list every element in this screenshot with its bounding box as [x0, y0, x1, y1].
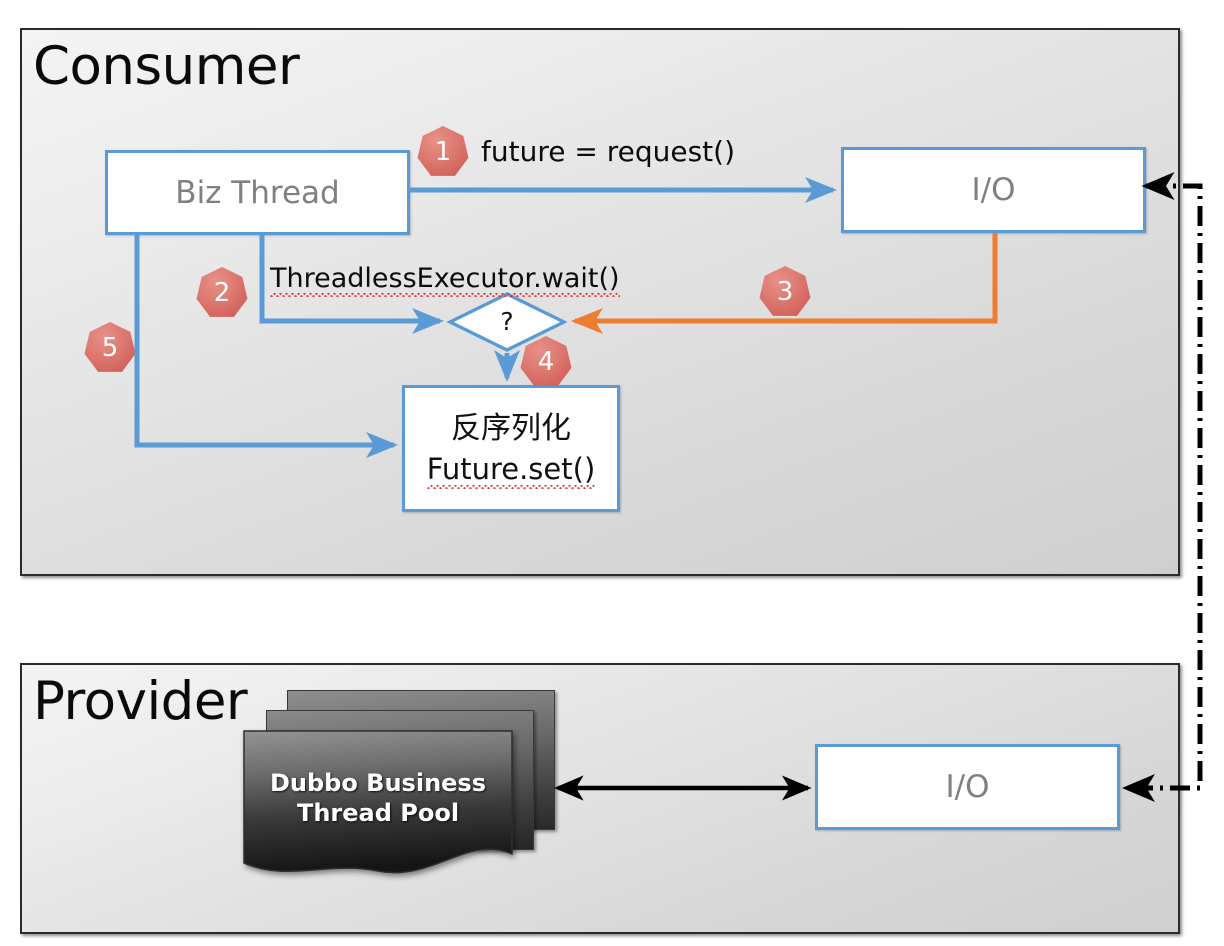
deserialize-box[interactable]: 反序列化 Future.set() — [402, 385, 620, 512]
step-badge-5: 5 — [84, 322, 136, 372]
consumer-panel-title: Consumer — [33, 36, 300, 97]
deserialize-label-cn: 反序列化 — [451, 411, 571, 447]
threadless-wait-annotation: ThreadlessExecutor.wait() — [270, 263, 620, 297]
future-request-annotation: future = request() — [481, 135, 735, 168]
thread-pool-front[interactable]: Dubbo Business Thread Pool — [243, 730, 513, 880]
deserialize-label-en: Future.set() — [426, 451, 596, 490]
provider-panel-title: Provider — [33, 671, 248, 732]
consumer-io-box[interactable]: I/O — [841, 147, 1146, 233]
thread-pool-front-shape — [243, 730, 513, 874]
consumer-io-label: I/O — [971, 172, 1016, 208]
provider-io-label: I/O — [945, 769, 990, 805]
step-badge-1: 1 — [417, 126, 469, 176]
provider-io-box[interactable]: I/O — [815, 744, 1120, 830]
decision-diamond-shape — [446, 292, 568, 352]
step-badge-4: 4 — [520, 336, 572, 386]
biz-thread-box[interactable]: Biz Thread — [105, 150, 410, 235]
biz-thread-label: Biz Thread — [175, 174, 340, 211]
